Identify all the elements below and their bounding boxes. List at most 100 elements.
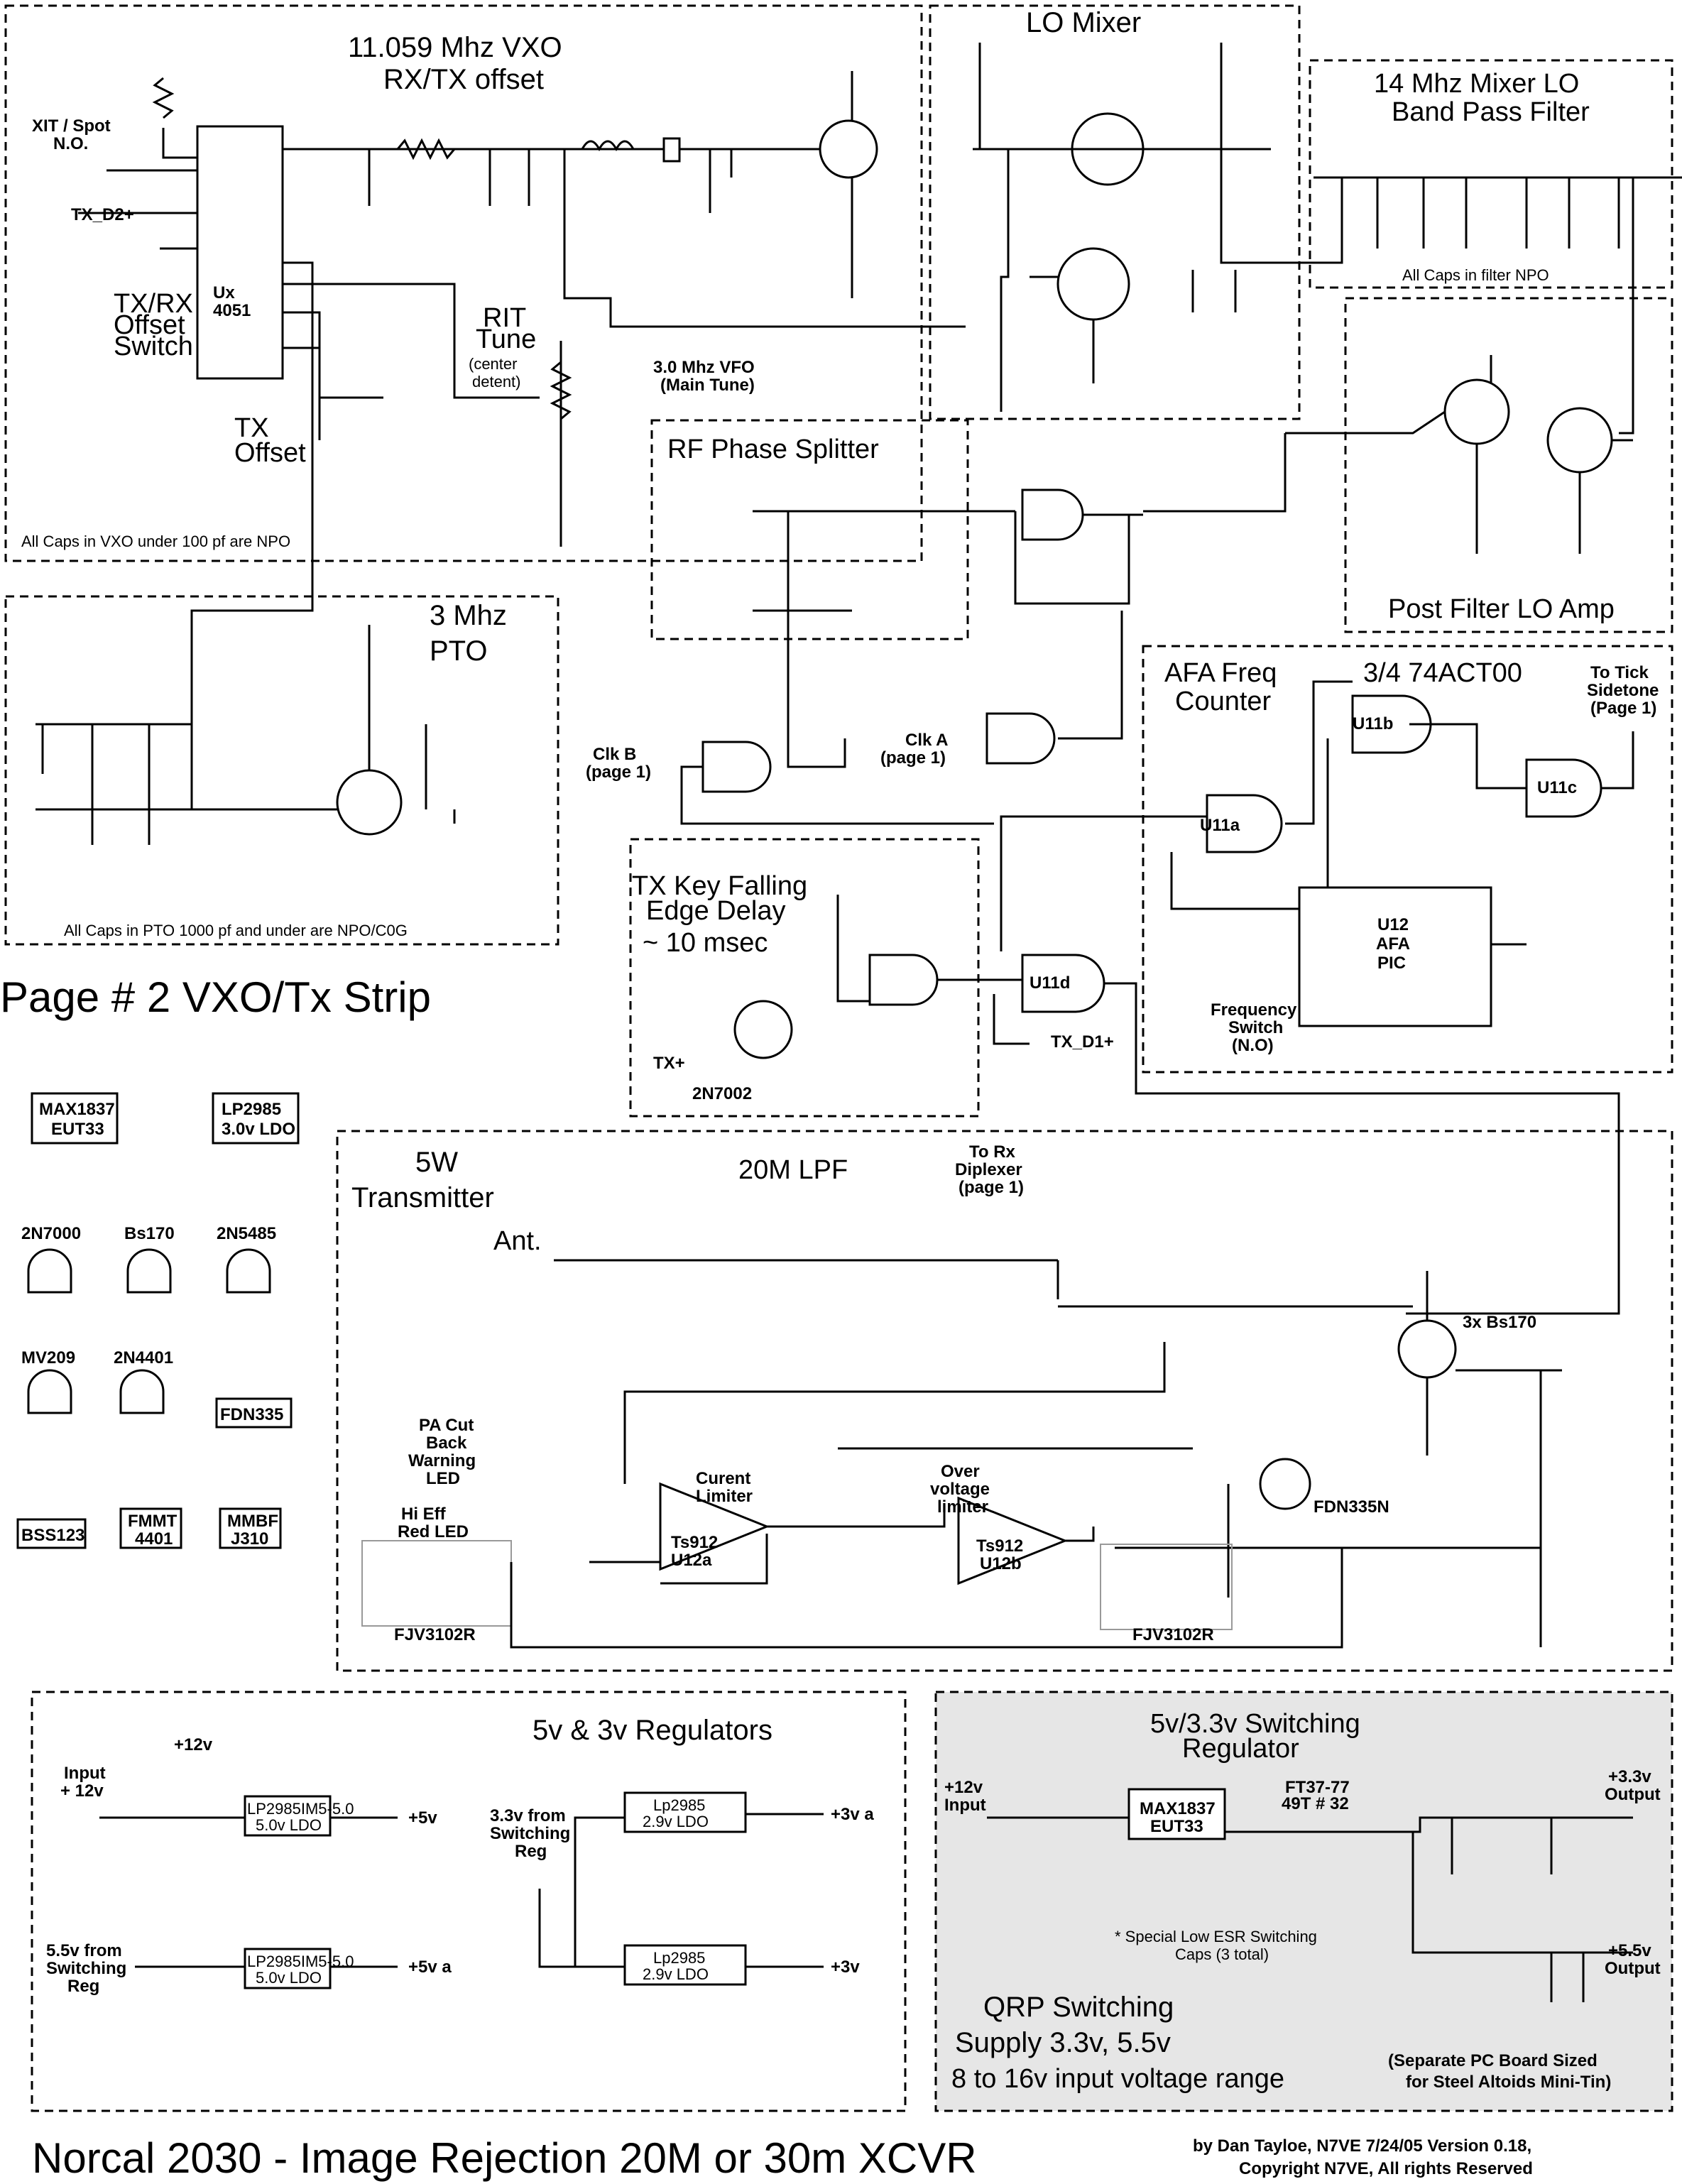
- label-offset-1: TX/RX: [114, 289, 193, 319]
- afa-circuit: [1000, 680, 1634, 1027]
- label-pacut-4: LED: [426, 1469, 460, 1488]
- label-curlim-2: Limiter: [696, 1487, 753, 1506]
- label-pacut-3: Warning: [408, 1451, 476, 1470]
- afa-title-1: AFA Freq: [1164, 658, 1277, 688]
- pkg-bs170: Bs170: [124, 1224, 175, 1243]
- qrp-title-1: QRP Switching: [983, 1992, 1174, 2023]
- ic-4051: [196, 125, 284, 380]
- transmitter-box: [336, 1130, 1673, 1672]
- qrp-title-3: 8 to 16v input voltage range: [951, 2064, 1284, 2094]
- vxo-title-2: RX/TX offset: [383, 64, 544, 95]
- label-ldo5-4: 5.0v LDO: [256, 1969, 322, 1987]
- label-bs170: 3x Bs170: [1463, 1313, 1536, 1332]
- pto-title-2: PTO: [430, 635, 488, 667]
- txkey-box: [629, 838, 980, 1118]
- label-ts912b-1: Ts912: [976, 1536, 1023, 1556]
- label-fjv-2: FJV3102R: [1132, 1625, 1214, 1644]
- txkey-title-1: TX Key Falling: [632, 871, 807, 901]
- label-rit-2: Tune: [476, 324, 536, 354]
- label-sw55-1: 5.5v from: [46, 1941, 122, 1960]
- pkg-bss123: BSS123: [21, 1526, 84, 1545]
- switching-circuit: [987, 1788, 1633, 2002]
- tx-title-1: 5W: [415, 1147, 458, 1178]
- label-input12-2: + 12v: [60, 1781, 104, 1801]
- bpf-circuit: [1314, 176, 1634, 435]
- label-out5va: +5v a: [408, 1958, 452, 1977]
- pkg-2n7000: 2N7000: [21, 1224, 81, 1243]
- label-49t: 49T # 32: [1282, 1794, 1349, 1813]
- vxo-section-box: [4, 4, 923, 562]
- label-4051: 4051: [213, 301, 251, 320]
- regulators-circuit: [99, 1791, 824, 1989]
- label-ft3777: FT37-77: [1285, 1778, 1350, 1797]
- label-u11b: U11b: [1353, 714, 1393, 733]
- footer-credit-2: Copyright N7VE, All rights Reserved: [1239, 2159, 1533, 2178]
- label-sw33-2: Switching: [490, 1824, 570, 1843]
- label-out5v: +5v: [408, 1808, 437, 1828]
- pto-box: [4, 595, 559, 946]
- label-u12-2: AFA: [1376, 934, 1410, 954]
- label-sw33-1: 3.3v from: [490, 1806, 566, 1825]
- label-curlim-1: Curent: [696, 1469, 750, 1488]
- txkey-title-3: ~ 10 msec: [643, 928, 768, 958]
- label-2n7002: 2N7002: [692, 1084, 752, 1103]
- label-txd2: TX_D2+: [71, 205, 134, 224]
- label-ldo5-2: 5.0v LDO: [256, 1816, 322, 1834]
- label-offset-3: Switch: [114, 332, 193, 361]
- label-out3va: +3v a: [831, 1805, 874, 1824]
- pkg-lp-2: 3.0v LDO: [222, 1120, 295, 1139]
- qrp-title-2: Supply 3.3v, 5.5v: [955, 2027, 1171, 2058]
- label-ovlim-2: voltage: [930, 1480, 990, 1499]
- label-u11d: U11d: [1030, 973, 1070, 993]
- label-xit: XIT / Spot: [32, 116, 111, 136]
- label-clkb-2: (page 1): [586, 763, 651, 782]
- label-ovlim-1: Over: [941, 1462, 980, 1481]
- label-vfo-2: (Main Tune): [660, 376, 755, 395]
- label-ts912a-2: U12a: [671, 1551, 712, 1570]
- pkg-mmbf-1: MMBF: [227, 1512, 278, 1531]
- label-rit-3: (center: [469, 355, 517, 373]
- pkg-2n5485: 2N5485: [217, 1224, 276, 1243]
- label-offset-2: Offset: [114, 310, 185, 340]
- footer-credit-1: by Dan Tayloe, N7VE 7/24/05 Version 0.18…: [1193, 2136, 1531, 2156]
- esr-note-2: Caps (3 total): [1175, 1945, 1269, 1963]
- pkg-mv209: MV209: [21, 1348, 75, 1367]
- vxo-circuit: [78, 71, 966, 809]
- label-u11a: U11a: [1200, 816, 1240, 835]
- sw-title-2: Regulator: [1182, 1734, 1299, 1764]
- label-ant: Ant.: [493, 1226, 542, 1256]
- label-ldo29-3: Lp2985: [653, 1949, 705, 1967]
- label-pacut-1: PA Cut: [419, 1416, 474, 1435]
- vxo-note: All Caps in VXO under 100 pf are NPO: [21, 533, 290, 550]
- tx-title-2: Transmitter: [351, 1182, 494, 1213]
- label-torx-3: (page 1): [959, 1178, 1024, 1197]
- label-vfo-1: 3.0 Mhz VFO: [653, 358, 755, 377]
- label-fjv-1: FJV3102R: [394, 1625, 476, 1644]
- label-clkb-1: Clk B: [593, 745, 636, 764]
- label-clka-1: Clk A: [905, 731, 948, 750]
- label-sw55-3: Reg: [67, 1977, 99, 1996]
- label-tick-3: (Page 1): [1590, 699, 1656, 718]
- label-rit-1: RIT: [483, 303, 526, 333]
- label-ldo29-4: 2.9v LDO: [643, 1965, 709, 1983]
- bpf-note: All Caps in filter NPO: [1402, 266, 1549, 284]
- post-filter-title: Post Filter LO Amp: [1388, 594, 1615, 624]
- label-sw33-3: Reg: [515, 1842, 547, 1861]
- txkey-circuit: [733, 895, 1620, 1315]
- label-fsw-3: (N.O): [1232, 1036, 1274, 1055]
- label-tick-1: To Tick: [1590, 663, 1649, 682]
- lo-mixer-box: [929, 4, 1301, 420]
- label-out3v: +3v: [831, 1958, 860, 1977]
- afa-box: [1142, 645, 1673, 1074]
- label-rit-4: detent): [472, 373, 521, 391]
- board-note-2: for Steel Altoids Mini-Tin): [1406, 2073, 1611, 2092]
- label-out33-1: +3.3v: [1608, 1767, 1651, 1786]
- label-fsw-2: Switch: [1228, 1018, 1283, 1037]
- label-ts912a-1: Ts912: [671, 1533, 718, 1552]
- esr-note-1: * Special Low ESR Switching: [1115, 1928, 1317, 1945]
- lo-mixer-title: LO Mixer: [1026, 7, 1141, 38]
- pkg-fmmt-2: 4401: [135, 1529, 173, 1549]
- label-max-1: MAX1837: [1140, 1799, 1216, 1818]
- bpf-box: [1309, 59, 1673, 289]
